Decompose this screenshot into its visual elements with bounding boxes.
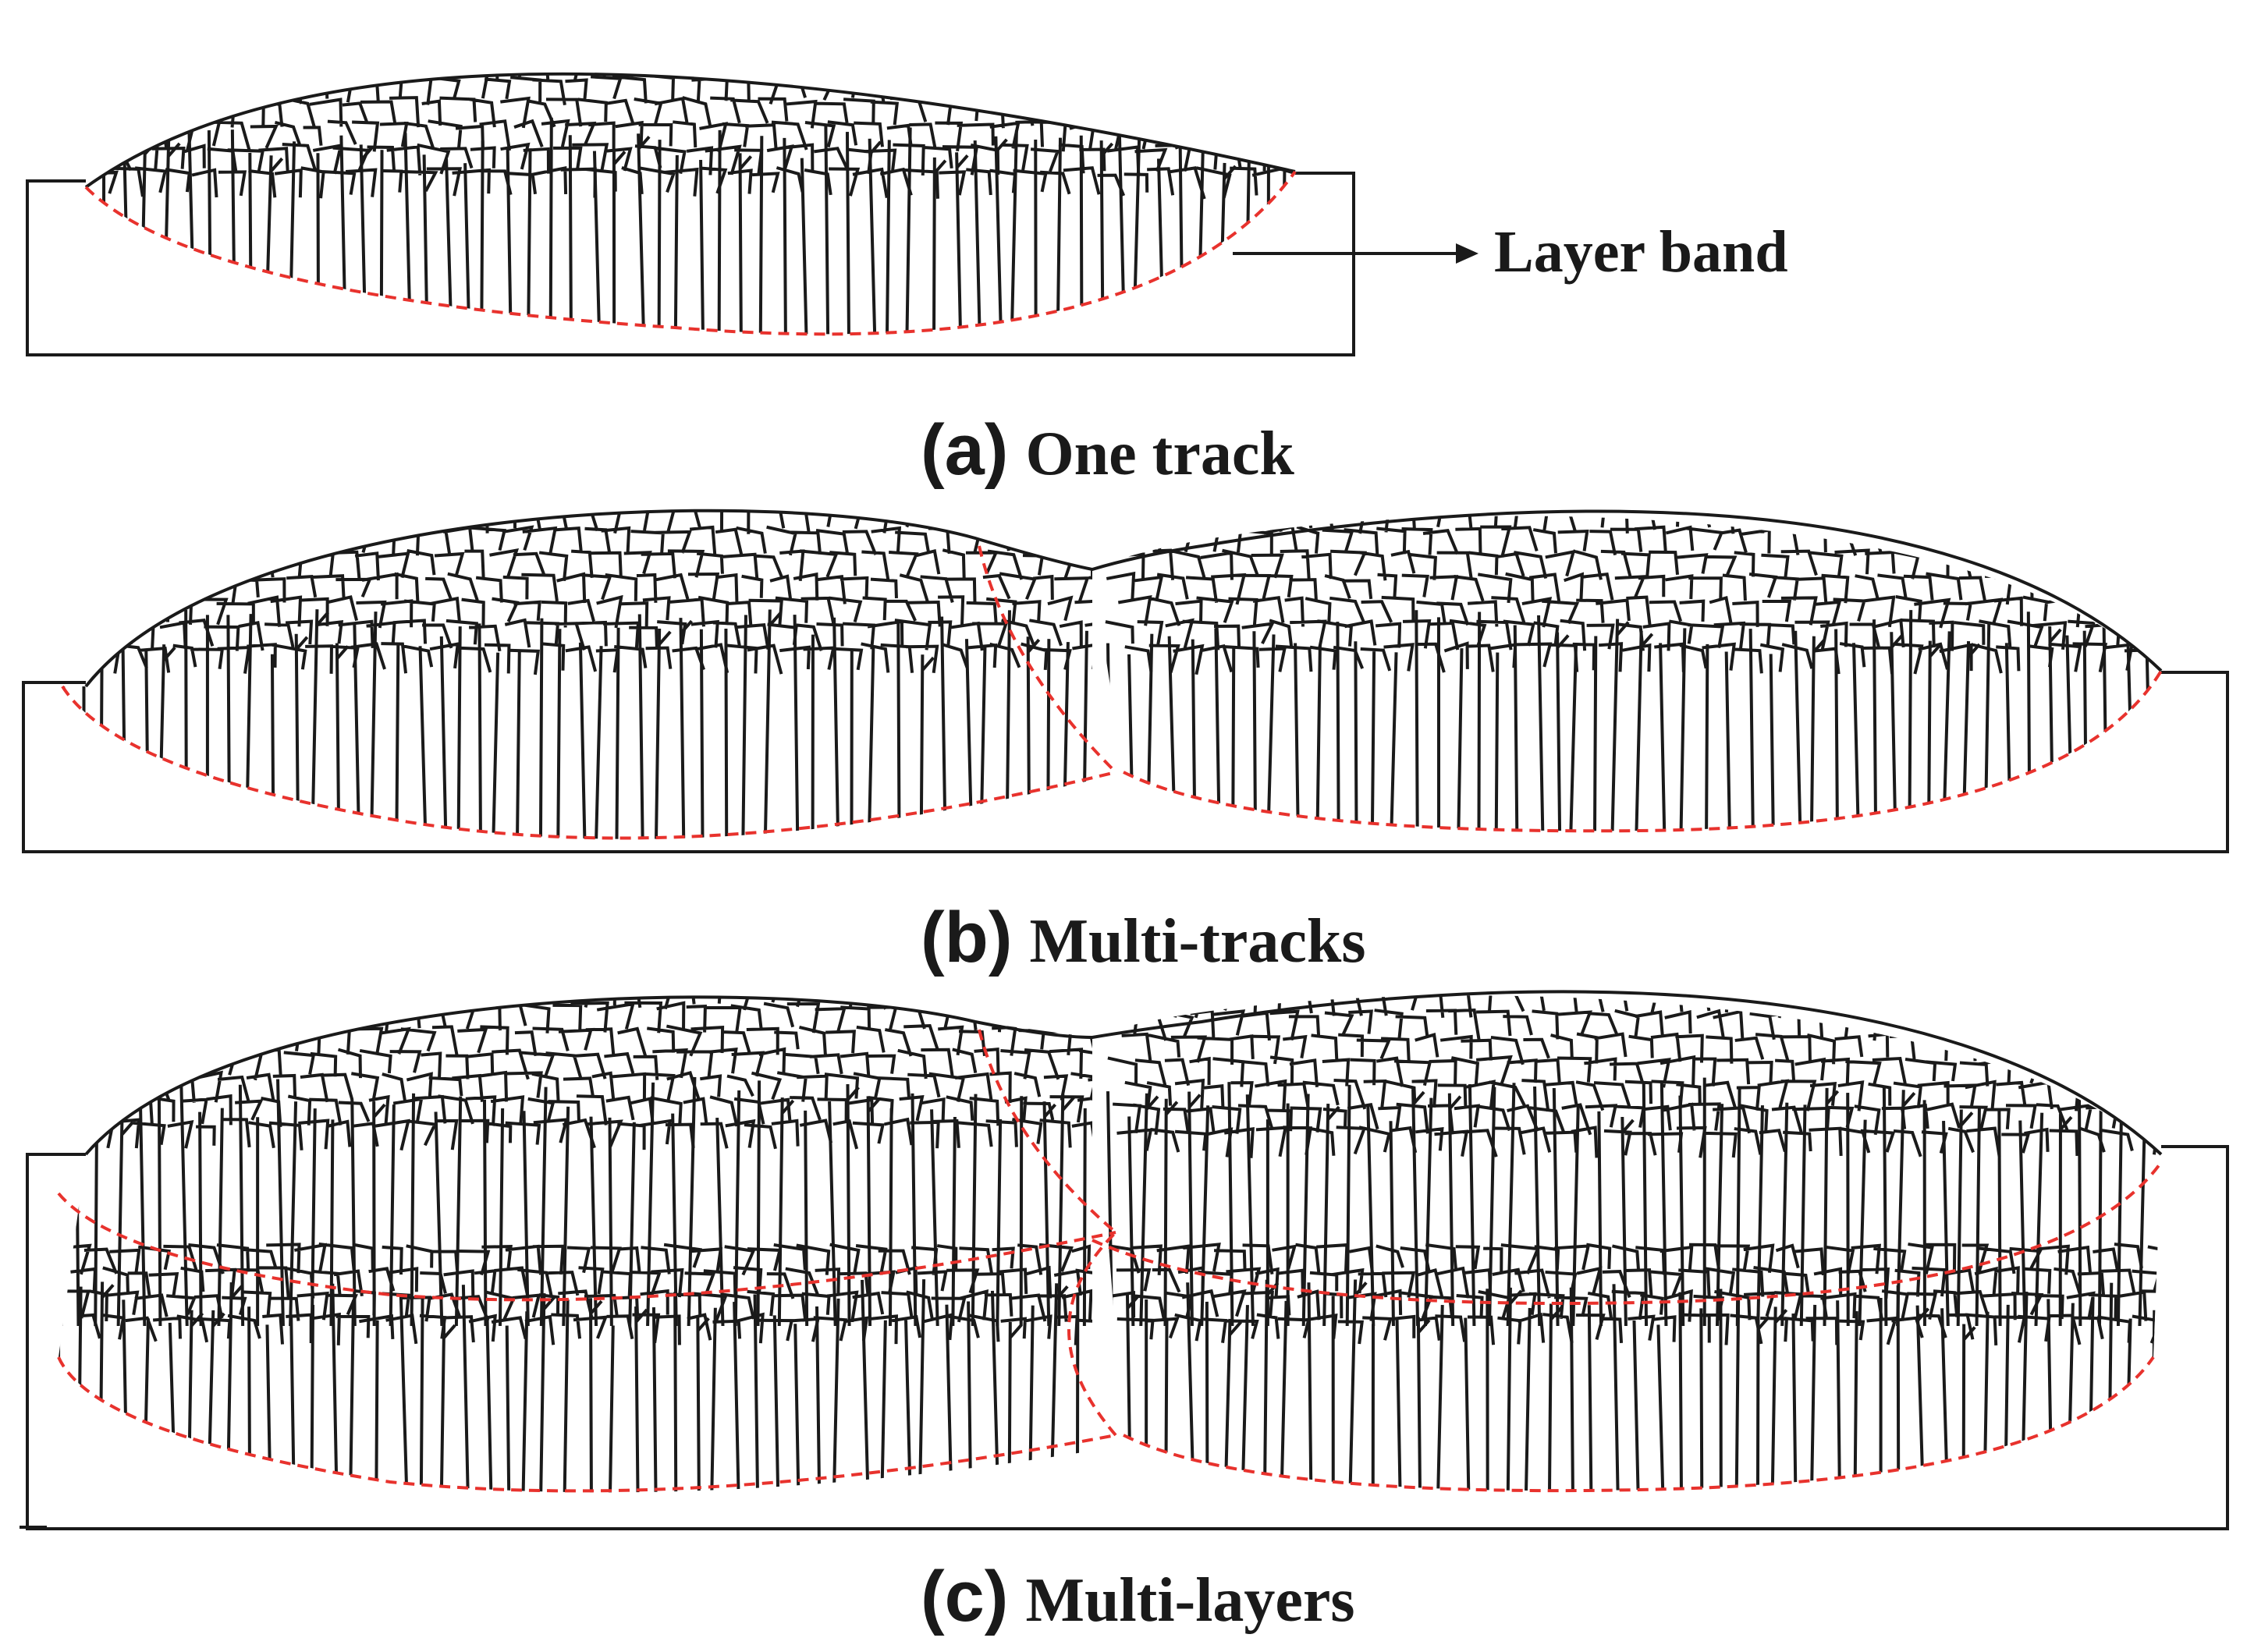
panel-a-one-track	[26, 72, 1478, 356]
caption-b: (b)Multi-tracks	[921, 897, 1366, 979]
panel-b-fusion-boundary-right	[1123, 669, 2163, 833]
panel-c-multi-layers	[20, 990, 2229, 1530]
panel-b-substrate	[22, 671, 2229, 853]
panel-c-overlap-boundary	[978, 1029, 1118, 1437]
columnar-grains	[1104, 1279, 2156, 1491]
caption-c: (c)Multi-layers	[921, 1556, 1355, 1638]
panel-c-track-top	[84, 990, 2163, 1156]
panel-b-fusion-boundary-left	[61, 685, 1116, 840]
panel-c-grains-left	[59, 997, 1092, 1493]
panel-c-grains-right	[1103, 995, 2161, 1491]
panel-c-interlayer-boundary-left	[57, 1192, 1116, 1302]
caption-a-letter: (a)	[921, 410, 1009, 490]
columnar-grains	[1106, 610, 2161, 831]
layer-band-label: Layer band	[1494, 219, 1788, 285]
panel-b-multi-tracks	[22, 509, 2229, 853]
panel-c-lower-fusion-boundary-left	[57, 1356, 1116, 1493]
columnar-grains	[59, 1279, 1092, 1493]
panel-a-track-top	[84, 72, 1296, 189]
layer-band-arrow	[1233, 243, 1478, 264]
panel-c-interlayer-boundary-right	[1092, 1161, 2163, 1305]
caption-a-text: One track	[1025, 420, 1294, 488]
panel-c-lower-fusion-boundary-right	[1123, 1356, 2155, 1493]
caption-b-text: Multi-tracks	[1029, 907, 1366, 976]
caption-c-letter: (c)	[921, 1557, 1009, 1636]
panel-b-grains-left	[62, 510, 1092, 839]
panel-a-substrate	[26, 172, 1355, 356]
caption-c-text: Multi-layers	[1025, 1566, 1355, 1635]
equiaxed-grain-network	[1103, 516, 2161, 675]
caption-a: (a)One track	[921, 409, 1294, 491]
panel-c-substrate	[26, 1145, 2229, 1530]
caption-b-letter: (b)	[921, 898, 1013, 977]
columnar-grains	[1106, 1077, 2161, 1327]
columnar-grains	[59, 1076, 1087, 1327]
panel-a-fusion-boundary	[84, 170, 1297, 336]
panel-b-grains-right	[1103, 516, 2161, 831]
panel-b-track-top	[84, 509, 2163, 688]
